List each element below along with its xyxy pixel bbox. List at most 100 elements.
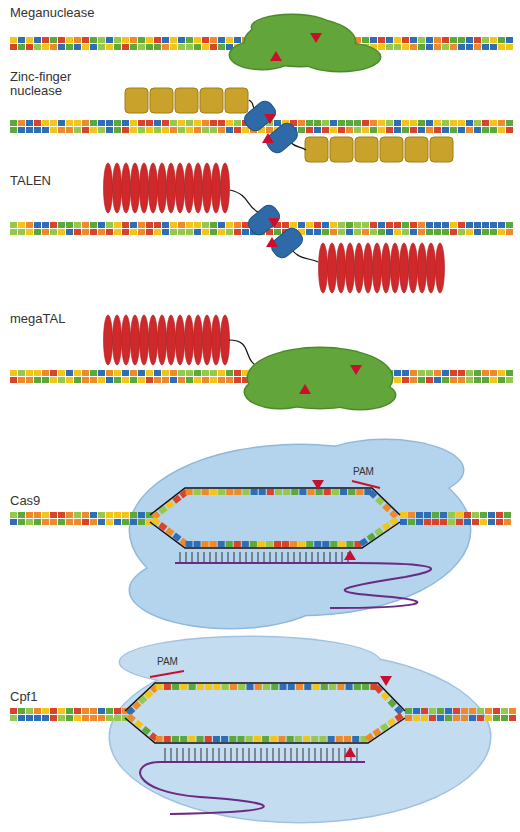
base-pair (58, 120, 65, 126)
base-pair (82, 229, 89, 235)
tale-repeat (373, 243, 382, 293)
base-pair (506, 120, 513, 126)
base-pair (466, 127, 473, 133)
base-pair (122, 229, 129, 235)
base-pair (26, 120, 33, 126)
base (275, 489, 282, 495)
base-pair (482, 222, 489, 228)
base-pair (464, 519, 471, 525)
base-pair (274, 229, 281, 235)
base-pair (442, 370, 449, 376)
base (287, 736, 294, 742)
base-pair (226, 120, 233, 126)
base-pair (338, 229, 345, 235)
base-pair (114, 120, 121, 126)
zinc-finger (125, 88, 148, 113)
base-pairing (330, 552, 331, 563)
base-pair (234, 120, 241, 126)
base (332, 489, 339, 495)
base-pair (210, 370, 217, 376)
base-pair (210, 37, 217, 43)
base (234, 541, 241, 547)
base-pair (394, 222, 401, 228)
base-pair (242, 127, 249, 133)
base-pair (50, 519, 57, 525)
base-pair (506, 127, 513, 133)
tale-repeat (149, 163, 158, 213)
tale-repeat (212, 315, 221, 365)
base-pair (234, 37, 241, 43)
base-pair (90, 37, 97, 43)
base-pair (424, 512, 431, 518)
cut-site (312, 480, 324, 490)
base (316, 489, 323, 495)
cut-site (268, 218, 280, 228)
base-pair (386, 229, 393, 235)
base-pair (394, 127, 401, 133)
base-pair (50, 222, 57, 228)
base-pair (210, 229, 217, 235)
base-pair (138, 222, 145, 228)
base-pairing (186, 552, 187, 563)
base-pair (418, 377, 425, 383)
base-pair (474, 37, 481, 43)
tale-repeat (122, 163, 131, 213)
tale-repeat (149, 315, 158, 365)
base (246, 736, 253, 742)
base-pairing (327, 748, 328, 762)
base-pair (474, 370, 481, 376)
base-pairing (234, 552, 235, 563)
zinc-finger (200, 88, 223, 113)
base-pair (50, 377, 57, 383)
base-pair (442, 377, 449, 383)
base-pair (226, 370, 233, 376)
tale-repeat (337, 243, 346, 293)
base (218, 541, 225, 547)
base-pair (170, 127, 177, 133)
base (322, 541, 329, 547)
base-pair (466, 229, 473, 235)
base-pairing (192, 552, 193, 563)
base-pair (18, 127, 25, 133)
base-pair (122, 37, 129, 43)
tale-repeat (140, 163, 149, 213)
base-pair (58, 370, 65, 376)
base-pair (50, 512, 57, 518)
tale-repeat (131, 163, 140, 213)
base-pair (194, 127, 201, 133)
base-pair (234, 370, 241, 376)
base-pair (162, 127, 169, 133)
base-pair (282, 222, 289, 228)
base-pair (178, 37, 185, 43)
base-pairing (207, 748, 208, 762)
base (330, 541, 337, 547)
base-pair (10, 519, 17, 525)
base-pair (122, 222, 129, 228)
base-pair (498, 44, 505, 50)
tale-repeat (221, 163, 230, 213)
part-label: Zinc-finger nuclease (10, 70, 90, 98)
base-pair (482, 37, 489, 43)
base-pair (426, 127, 433, 133)
base-pair (74, 229, 81, 235)
base-pair (186, 44, 193, 50)
zinc-finger (380, 137, 403, 162)
zinc-finger (175, 88, 198, 113)
base-pairing (222, 552, 223, 563)
backbone (150, 522, 400, 548)
base-pair (162, 377, 169, 383)
base-pair (322, 229, 329, 235)
base-pair (154, 370, 161, 376)
base-pair (34, 715, 41, 721)
base-pair (42, 512, 49, 518)
tale-repeat (185, 315, 194, 365)
tale-repeat (113, 315, 122, 365)
base-pair (410, 229, 417, 235)
base-pair (488, 512, 495, 518)
base (180, 736, 187, 742)
base-pair (18, 222, 25, 228)
base-pair (18, 715, 25, 721)
base-pair (426, 377, 433, 383)
base-pair (498, 222, 505, 228)
base (295, 736, 302, 742)
